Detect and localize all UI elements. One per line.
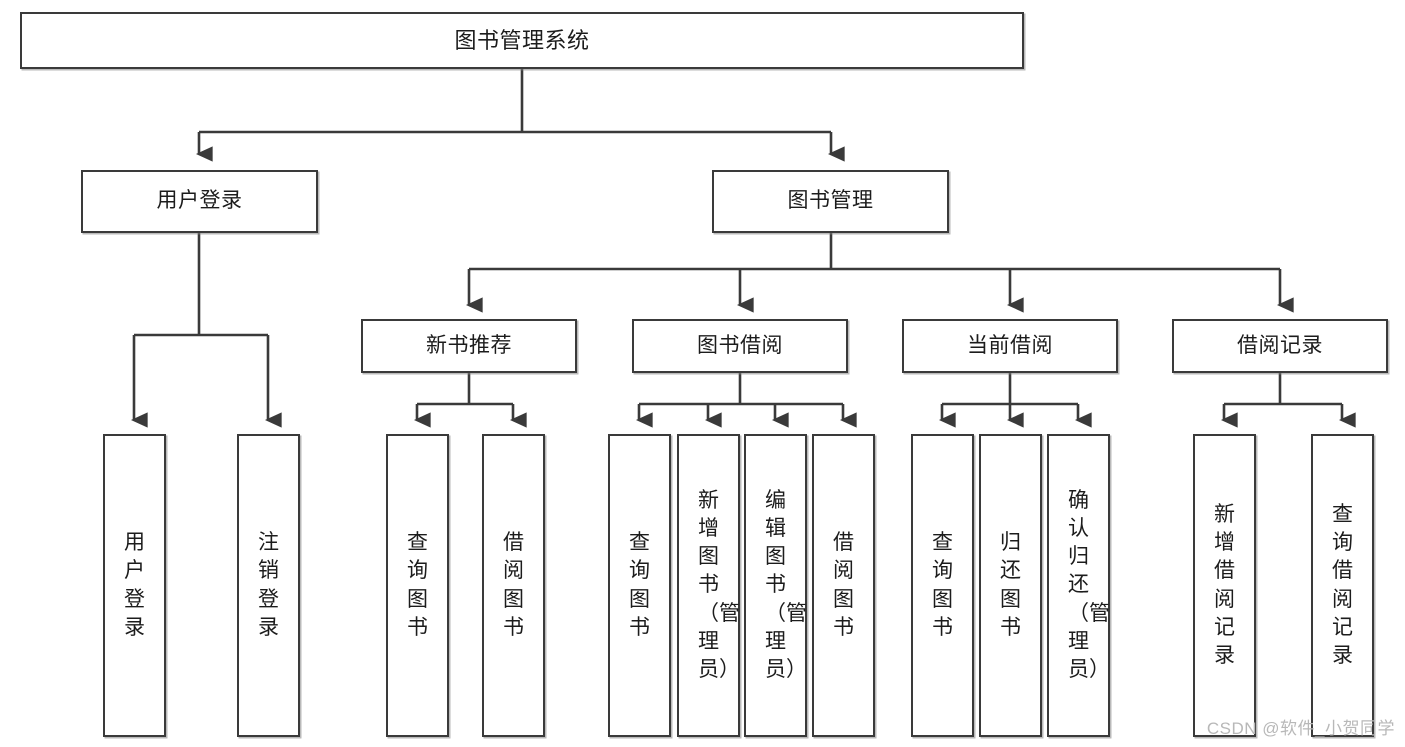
leaf-edit-book-admin[interactable]: 编辑图书（管理员） — [744, 434, 807, 737]
node-label: 用户登录 — [124, 531, 145, 639]
node-label: 借阅图书 — [503, 531, 524, 639]
node-label: 当前借阅 — [967, 333, 1053, 357]
node-label: 注销登录 — [258, 531, 279, 639]
leaf-user-login[interactable]: 用户登录 — [103, 434, 166, 737]
leaf-confirm-return-admin[interactable]: 确认归还（管理员） — [1047, 434, 1110, 737]
leaf-borrow-book[interactable]: 借阅图书 — [812, 434, 875, 737]
node-label: 查询图书 — [407, 531, 428, 639]
leaf-logout[interactable]: 注销登录 — [237, 434, 300, 737]
watermark-text: CSDN @软件_小贺同学 — [1206, 719, 1395, 738]
leaf-add-book-admin[interactable]: 新增图书（管理员） — [677, 434, 740, 737]
node-label: 用户登录 — [156, 189, 243, 213]
node-book-borrow[interactable]: 图书借阅 — [632, 319, 848, 373]
node-new-book-recommend[interactable]: 新书推荐 — [361, 319, 577, 373]
node-label: 借阅记录 — [1237, 333, 1323, 357]
node-label: 编辑图书（管理员） — [765, 489, 807, 681]
node-label: 新增借阅记录 — [1214, 503, 1235, 667]
node-label: 新书推荐 — [426, 333, 512, 357]
node-label: 图书管理系统 — [454, 27, 590, 53]
node-current-borrow[interactable]: 当前借阅 — [902, 319, 1118, 373]
node-root-system[interactable]: 图书管理系统 — [20, 12, 1024, 69]
node-label: 图书借阅 — [697, 333, 783, 357]
leaf-query-borrow-record[interactable]: 查询借阅记录 — [1311, 434, 1374, 737]
node-label: 查询图书 — [932, 531, 953, 639]
leaf-add-borrow-record[interactable]: 新增借阅记录 — [1193, 434, 1256, 737]
node-label: 新增图书（管理员） — [698, 489, 740, 681]
node-borrow-records[interactable]: 借阅记录 — [1172, 319, 1388, 373]
leaf-borrow-book-recommend[interactable]: 借阅图书 — [482, 434, 545, 737]
leaf-return-book[interactable]: 归还图书 — [979, 434, 1042, 737]
node-label: 确认归还（管理员） — [1068, 489, 1110, 681]
leaf-query-book-recommend[interactable]: 查询图书 — [386, 434, 449, 737]
node-user-login[interactable]: 用户登录 — [81, 170, 318, 233]
leaf-query-book-current[interactable]: 查询图书 — [911, 434, 974, 737]
node-label: 借阅图书 — [833, 531, 854, 639]
node-label: 图书管理 — [787, 189, 874, 213]
node-label: 查询图书 — [629, 531, 650, 639]
leaf-query-book-borrow[interactable]: 查询图书 — [608, 434, 671, 737]
node-book-management[interactable]: 图书管理 — [712, 170, 949, 233]
node-label: 归还图书 — [1000, 531, 1021, 639]
node-label: 查询借阅记录 — [1332, 503, 1353, 667]
